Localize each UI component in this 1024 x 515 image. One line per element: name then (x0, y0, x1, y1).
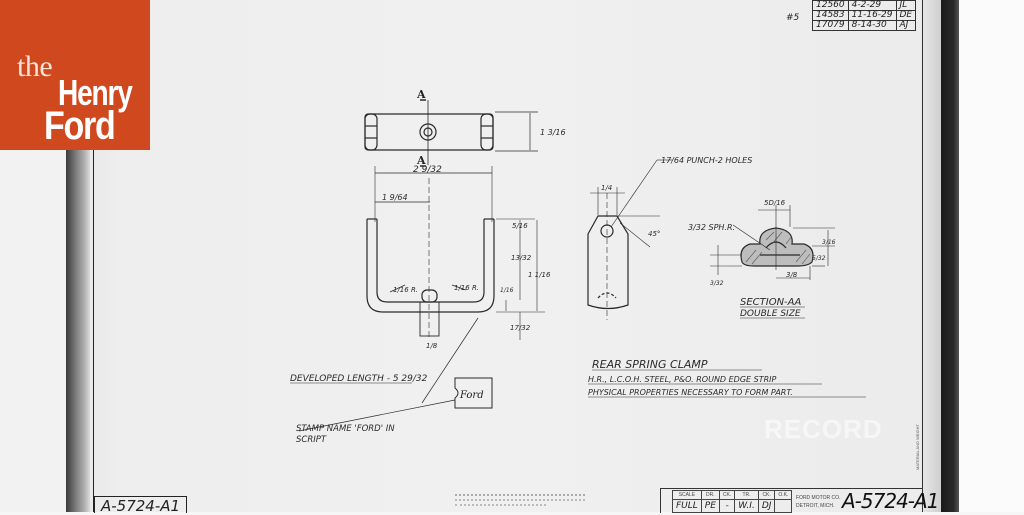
dim-sph-radius: 3/32 SPH.R. (688, 223, 735, 232)
dim-mid-leg: 13/32 (511, 254, 532, 262)
section-marker-top: A (416, 88, 426, 101)
fine-print-notes (455, 492, 585, 506)
header-checked: CK. (718, 490, 736, 500)
revision-date: 8-14-30 (847, 20, 897, 31)
header-scale: SCALE (672, 490, 702, 500)
dim-section-mid: 5/32 (812, 255, 826, 262)
header-traced: TR. (734, 490, 759, 500)
henry-ford-logo[interactable]: the Henry Ford (0, 0, 150, 150)
dim-overall-width: 2 9/32 (413, 165, 442, 175)
value-traced: W.I. (734, 499, 759, 513)
dim-inner-radius-right: 1/16 R. (454, 284, 479, 292)
company-line2: DETROIT, MICH. (796, 503, 835, 509)
part-name: REAR SPRING CLAMP (592, 358, 708, 371)
dim-bottom-bend: 1/16 (500, 287, 514, 294)
material-line2: PHYSICAL PROPERTIES NECESSARY TO FORM PA… (588, 388, 793, 397)
header-drawn: DR. (700, 490, 720, 500)
revision-row: 17079 8-14-30 AJ (812, 20, 917, 31)
section-title: SECTION-AA (740, 297, 802, 308)
dim-half-width: 1 9/64 (382, 193, 408, 202)
material-line1: H.R., L.C.O.H. STEEL, P&O. ROUND EDGE ST… (588, 375, 777, 384)
logo-the: the (17, 50, 53, 83)
dim-inner-radius-left: 1/16 R. (393, 286, 418, 294)
title-block (660, 488, 923, 513)
material-weight-note: MATERIAL AND WEIGHT (915, 423, 920, 470)
logo-henry: Henry (58, 72, 133, 113)
ford-stamp: Ford (459, 390, 484, 401)
title-block-table: SCALE DR. CK. TR. CK. O.K. FULL PE - W.I… (672, 490, 793, 513)
stamp-note-line1: STAMP NAME 'FORD' IN (296, 424, 395, 434)
dim-end-view-angle: 45° (648, 230, 660, 238)
drawing-number-left: A-5724-A1 (94, 496, 188, 515)
logo-ford: Ford (44, 104, 116, 148)
company-name: FORD MOTOR CO. DETROIT, MICH. (796, 494, 840, 510)
end-view (587, 159, 672, 320)
dim-section-width: 5D/16 (764, 199, 786, 207)
revision-table: 12560 4-2-29 JL 14583 11-16-29 DE 17079 … (812, 0, 917, 31)
header-ok: O.K. (774, 490, 793, 500)
punch-note: 17/64 PUNCH-2 HOLES (661, 156, 752, 165)
section-aa-view (710, 205, 835, 280)
value-drawn: PE (700, 499, 720, 513)
dim-lower-extension: 17/32 (510, 324, 531, 332)
border-line-left (93, 0, 94, 512)
developed-length-note: DEVELOPED LENGTH - 5 29/32 (290, 374, 428, 384)
dim-top-leg: 5/16 (512, 222, 528, 230)
sheet-edge-shadow-right (941, 0, 959, 512)
value-ok (774, 499, 793, 513)
border-line-right (922, 0, 923, 512)
company-line1: FORD MOTOR CO. (796, 495, 841, 501)
drawing-number: A-5724-A1 (842, 489, 939, 513)
dim-section-height: 3/16 (822, 239, 836, 246)
dim-end-view-top-width: 1/4 (601, 184, 612, 192)
dim-boss-width: 1/8 (426, 342, 438, 350)
dim-top-view-height: 1 3/16 (540, 128, 566, 137)
margin-strip-right (923, 0, 941, 512)
front-view (366, 178, 545, 340)
sheet-edge-shadow-left (66, 150, 90, 512)
top-view (364, 99, 538, 167)
revision-initials: AJ (895, 20, 917, 31)
dim-section-base: 3/8 (786, 271, 798, 279)
header-checked-2: CK. (757, 490, 776, 500)
revision-mark: #5 (786, 13, 800, 23)
section-marker-bottom: A (416, 154, 426, 167)
dim-total-height: 1 1/16 (528, 271, 551, 279)
section-scale: DOUBLE SIZE (740, 309, 801, 319)
dim-section-left: 3/32 (710, 280, 724, 287)
record-watermark: RECORD (764, 414, 883, 444)
value-checked-2: DJ (757, 499, 776, 513)
value-scale: FULL (672, 499, 702, 513)
background-right (958, 0, 1024, 512)
stamp-note-line2: SCRIPT (296, 435, 327, 445)
value-checked: - (718, 499, 736, 513)
